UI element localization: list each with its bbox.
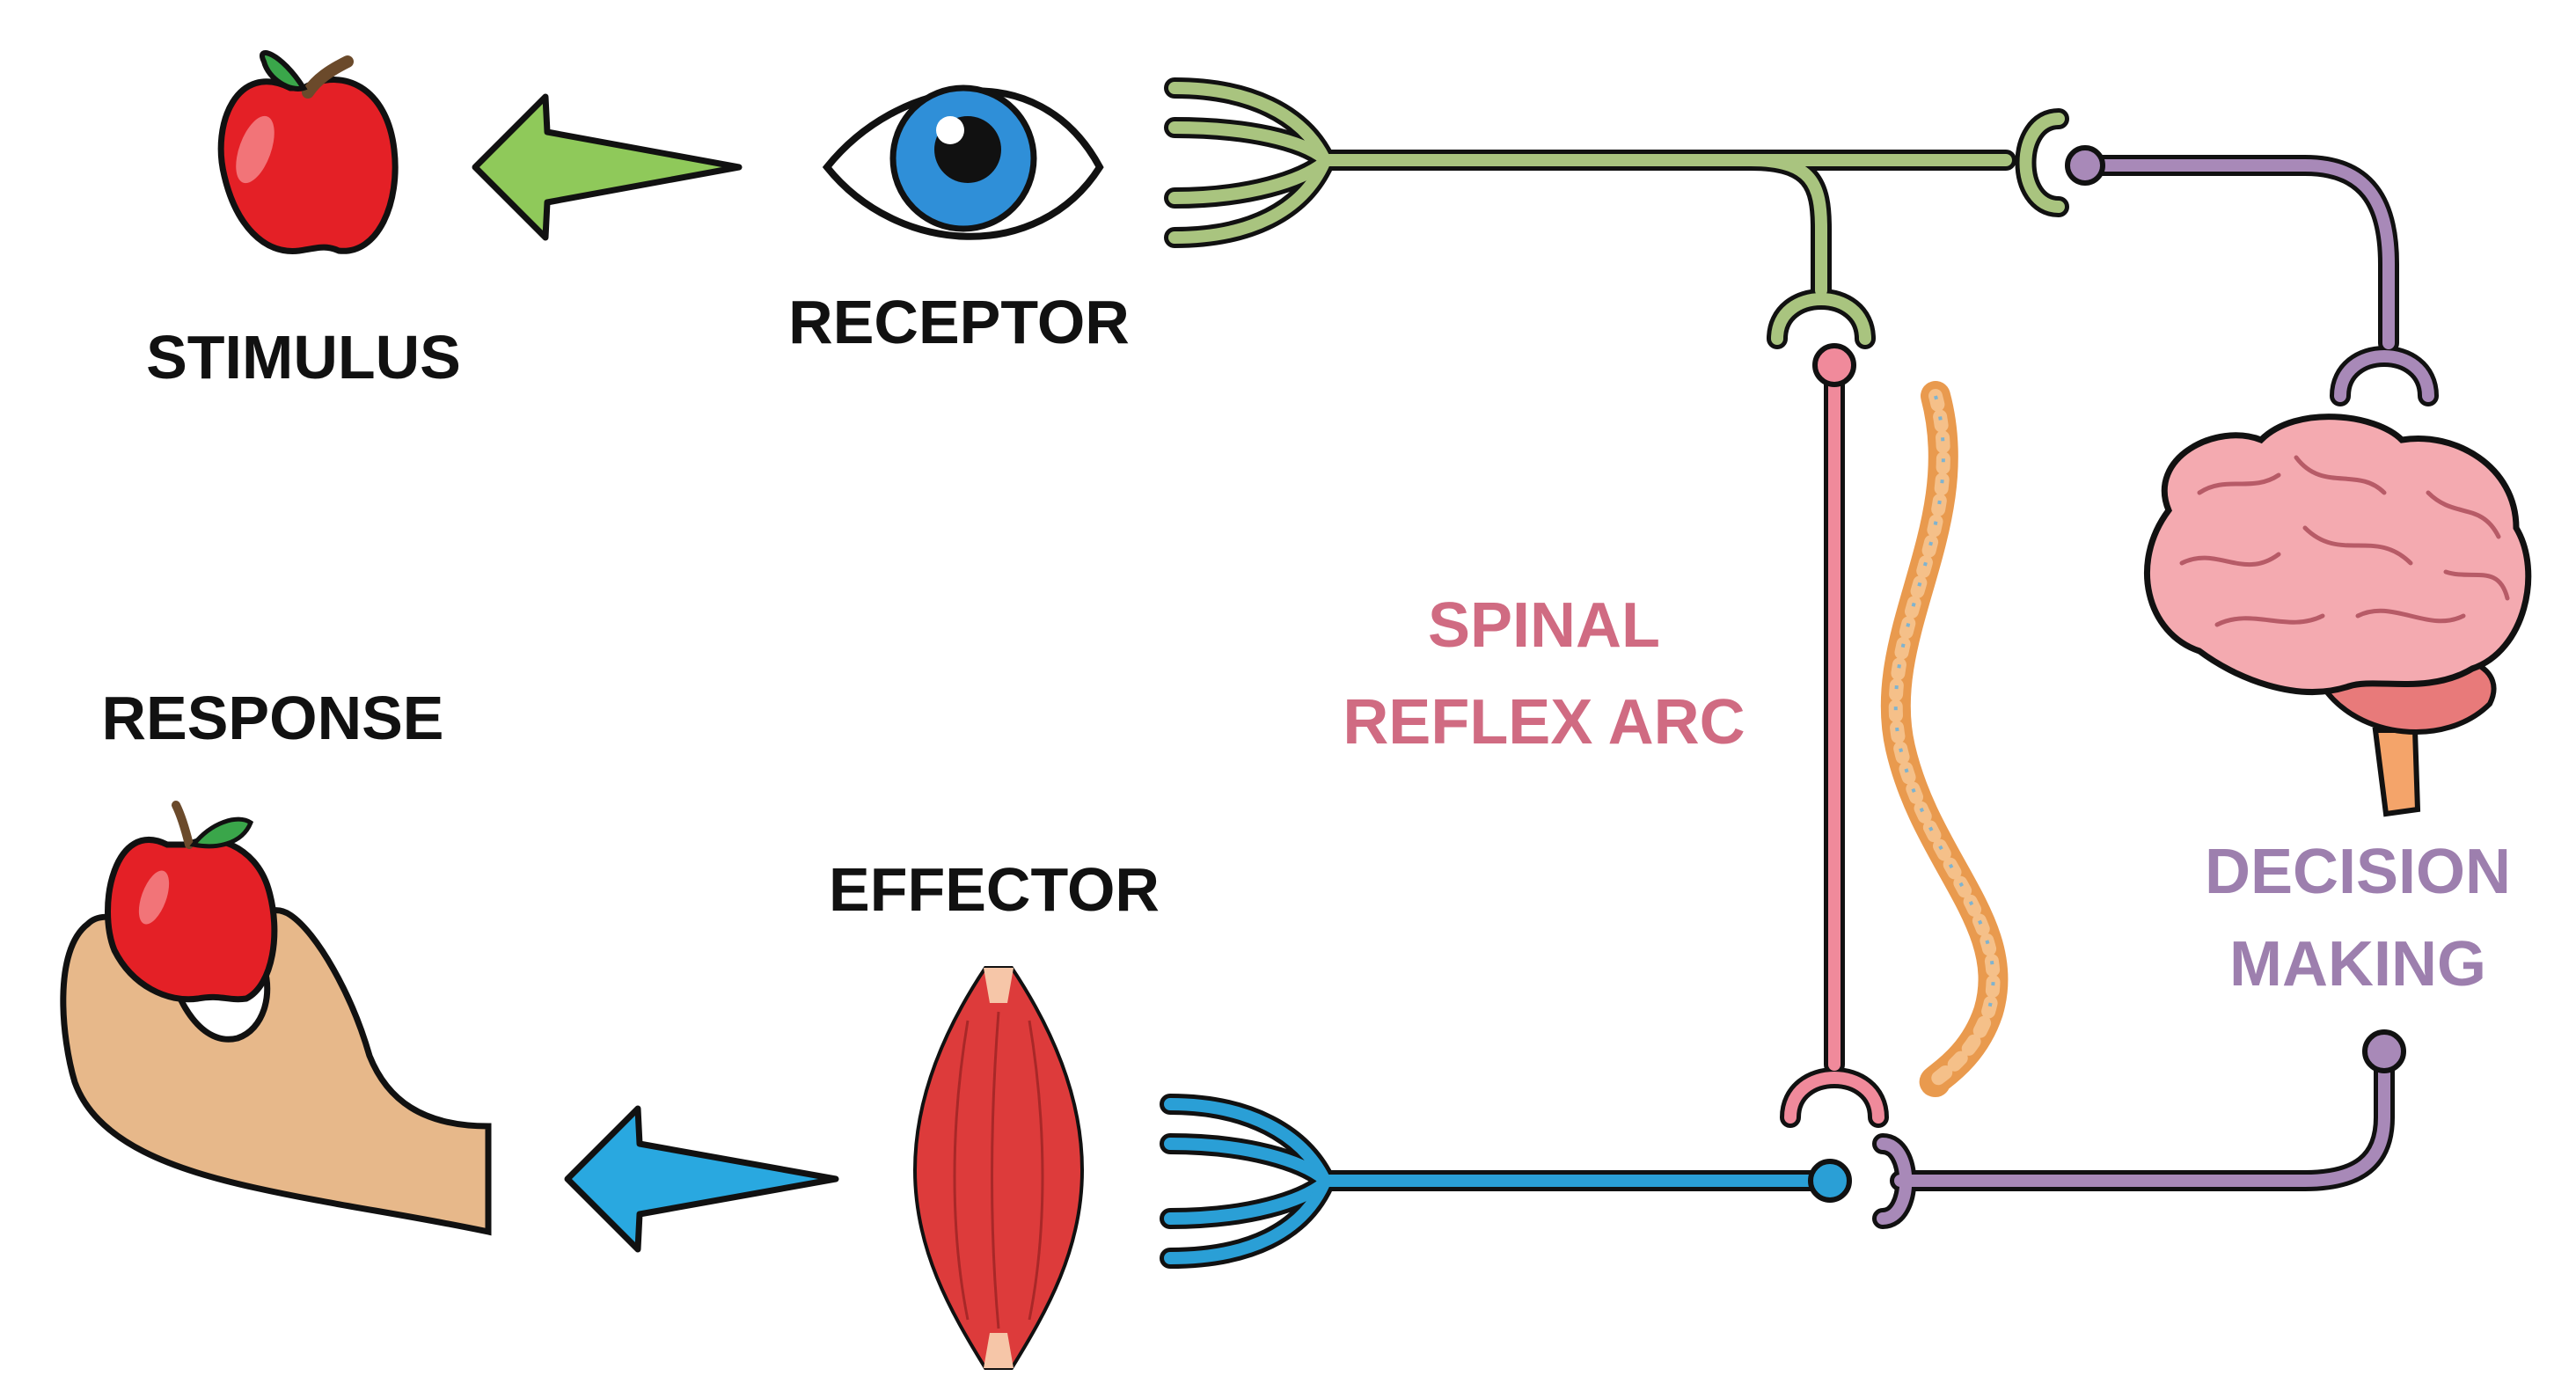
- decision-making-label-line1: DECISION: [2205, 837, 2511, 907]
- stimulus-apple-icon: [217, 50, 399, 254]
- receptor-eye-icon: [822, 84, 1104, 240]
- spinal-reflex-label-line2: REFLEX ARC: [1343, 687, 1745, 758]
- response-arrow: [564, 1105, 839, 1253]
- brain-icon: [2144, 414, 2532, 817]
- brain-relay-neuron-bottom: [1872, 1029, 2406, 1229]
- spinal-reflex-label-line1: SPINAL: [1428, 590, 1660, 661]
- motor-neuron: [1160, 1094, 1852, 1269]
- effector-muscle-icon: [912, 966, 1085, 1370]
- stimulus-label: STIMULUS: [146, 323, 461, 392]
- brain-relay-neuron-top: [2065, 145, 2439, 406]
- spinal-relay-neuron: [1780, 343, 1889, 1128]
- sensory-neuron: [1164, 77, 2069, 349]
- receptor-label: RECEPTOR: [788, 288, 1130, 356]
- effector-label: EFFECTOR: [829, 855, 1160, 924]
- spine-icon: [1880, 381, 2009, 1097]
- response-hand-apple-icon: [60, 801, 492, 1236]
- decision-making-label-line2: MAKING: [2229, 929, 2486, 999]
- response-label: RESPONSE: [102, 684, 444, 752]
- stimulus-arrow: [472, 93, 743, 241]
